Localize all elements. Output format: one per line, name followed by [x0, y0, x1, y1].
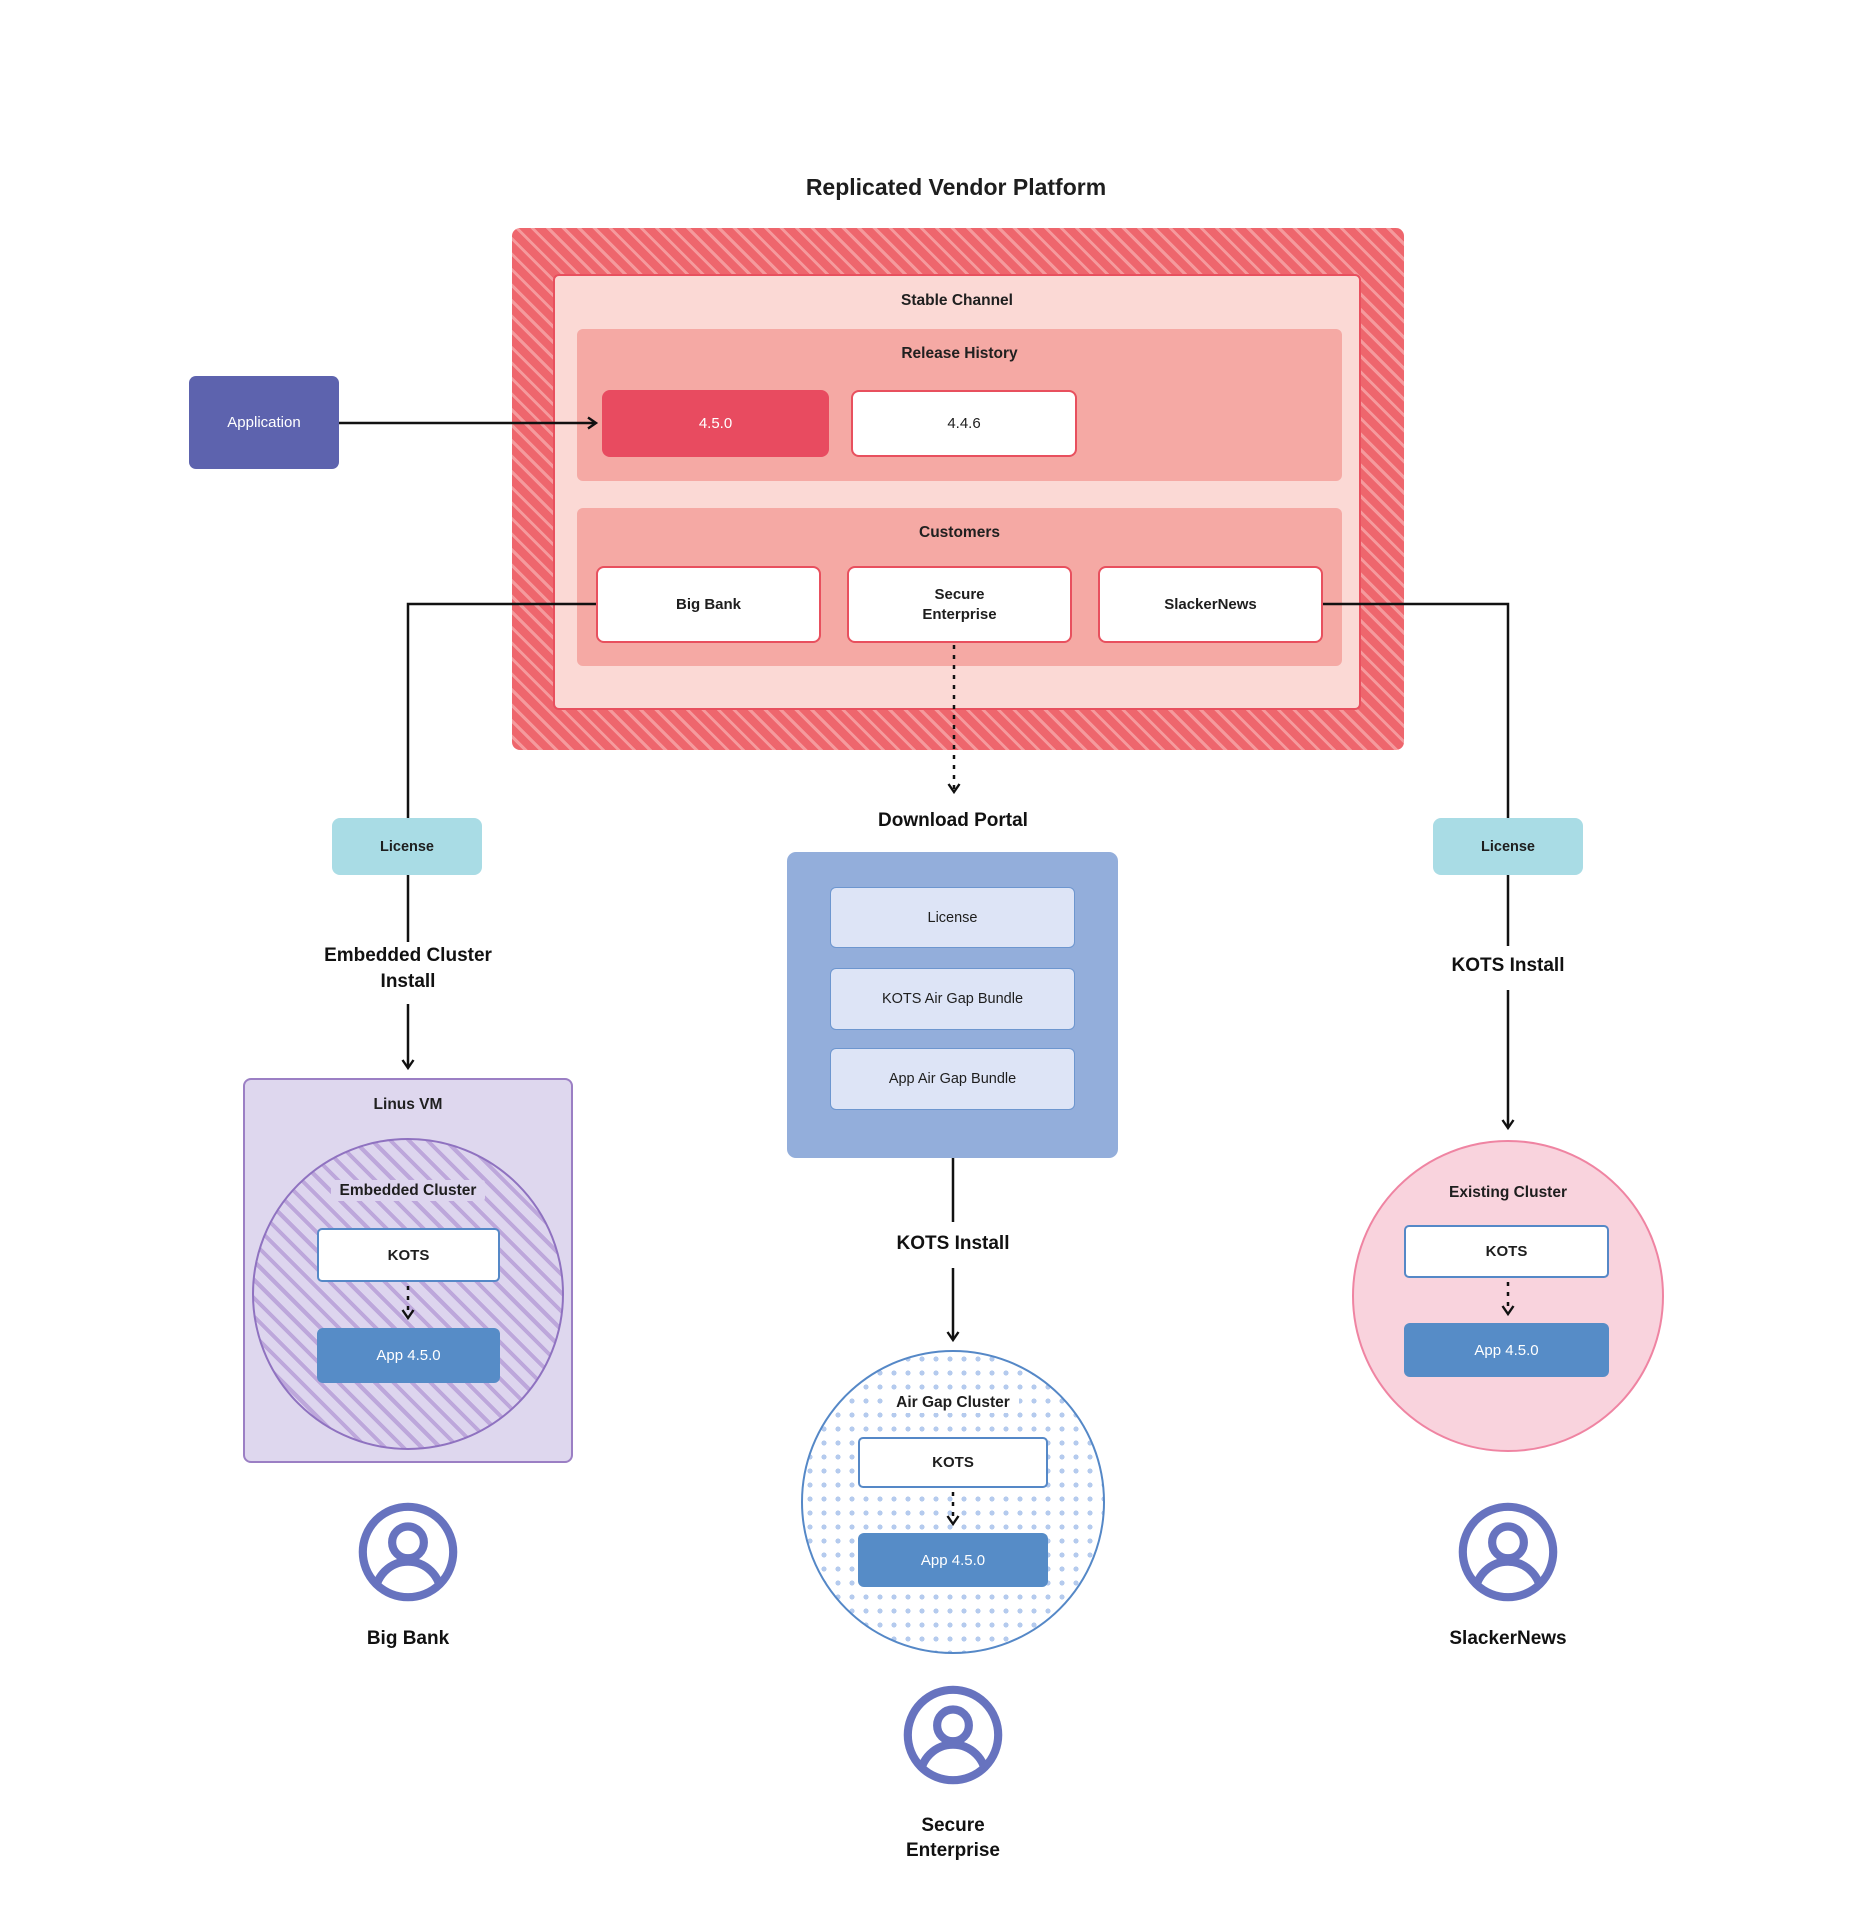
kots-box-left: KOTS [317, 1228, 500, 1282]
person-icon [1458, 1502, 1558, 1602]
customer-big-bank: Big Bank [596, 566, 821, 643]
customer-secure-enterprise-label: Secure Enterprise [922, 586, 997, 623]
release-history-label: Release History [901, 345, 1018, 362]
secure-enterprise-user-label: Secure Enterprise [906, 1814, 1000, 1861]
person-icon [903, 1685, 1003, 1785]
license-badge-right: License [1433, 818, 1583, 875]
customer-slackernews-label: SlackerNews [1164, 595, 1257, 613]
portal-item-license: License [830, 887, 1075, 948]
app-box-right: App 4.5.0 [1404, 1323, 1609, 1377]
kots-install-label-center: KOTS Install [896, 1232, 1010, 1254]
existing-cluster-label: Existing Cluster [1354, 1182, 1662, 1203]
linus-vm-label: Linus VM [373, 1096, 443, 1113]
customer-secure-enterprise: Secure Enterprise [847, 566, 1072, 643]
embedded-cluster-install-label: Embedded Cluster Install [324, 944, 492, 992]
customers-label: Customers [919, 524, 1000, 541]
release-version-previous: 4.4.6 [851, 390, 1077, 457]
download-portal-label: Download Portal [878, 809, 1028, 831]
air-gap-cluster-label: Air Gap Cluster [803, 1392, 1103, 1413]
release-version-current: 4.5.0 [602, 390, 829, 457]
portal-item-app-airgap-bundle: App Air Gap Bundle [830, 1048, 1075, 1110]
air-gap-cluster-circle: Air Gap Cluster [801, 1350, 1105, 1654]
app-box-left: App 4.5.0 [317, 1328, 500, 1383]
license-badge-left: License [332, 818, 482, 875]
big-bank-user-label: Big Bank [366, 1628, 450, 1650]
existing-cluster-circle: Existing Cluster [1352, 1140, 1664, 1452]
embedded-cluster-circle: Embedded Cluster [252, 1138, 564, 1450]
kots-box-right: KOTS [1404, 1225, 1609, 1278]
slackernews-user-label: SlackerNews [1449, 1628, 1567, 1650]
person-icon [358, 1502, 458, 1602]
diagram-title: Replicated Vendor Platform [805, 173, 1107, 200]
customer-big-bank-label: Big Bank [675, 595, 741, 613]
application-box: Application [189, 376, 339, 469]
customer-slackernews: SlackerNews [1098, 566, 1323, 643]
kots-box-center: KOTS [858, 1437, 1048, 1488]
app-box-center: App 4.5.0 [858, 1533, 1048, 1587]
stable-channel-label: Stable Channel [901, 292, 1013, 309]
kots-install-label-right: KOTS Install [1451, 954, 1565, 976]
embedded-cluster-label: Embedded Cluster [254, 1180, 562, 1201]
portal-item-kots-airgap-bundle: KOTS Air Gap Bundle [830, 968, 1075, 1030]
